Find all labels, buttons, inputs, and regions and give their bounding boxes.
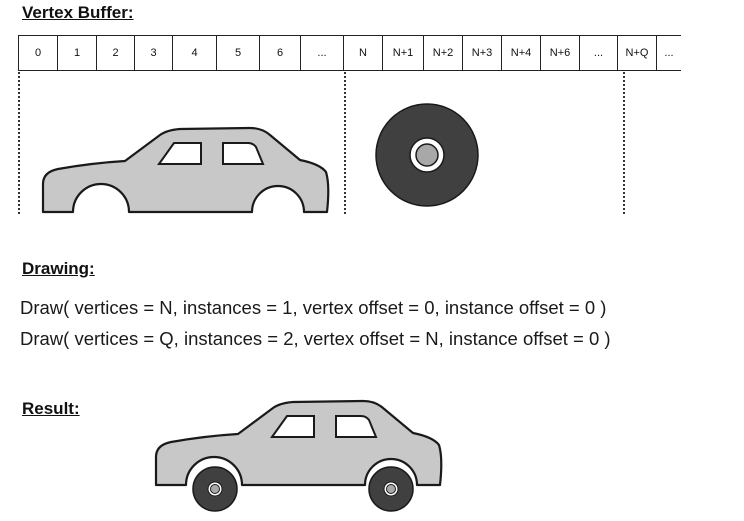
buffer-cell: 1 bbox=[58, 36, 97, 70]
buffer-cell: N bbox=[344, 36, 383, 70]
draw-call-line: Draw( vertices = N, instances = 1, verte… bbox=[20, 297, 607, 318]
buffer-cell: N+4 bbox=[502, 36, 541, 70]
car-body-top bbox=[41, 126, 330, 214]
buffer-cell: N+6 bbox=[541, 36, 580, 70]
buffer-cell: 4 bbox=[173, 36, 217, 70]
buffer-cell: 6 bbox=[260, 36, 301, 70]
result-wheel-front bbox=[192, 466, 238, 512]
vertex-buffer: 0 1 2 3 4 5 6 ... N N+1 N+2 N+3 N+4 N+6 … bbox=[18, 35, 681, 71]
draw-call-line: Draw( vertices = Q, instances = 2, verte… bbox=[20, 328, 611, 349]
result-wheel-rear bbox=[368, 466, 414, 512]
drawing-title: Drawing: bbox=[22, 259, 95, 278]
buffer-cell: N+1 bbox=[383, 36, 424, 70]
buffer-cell: N+2 bbox=[424, 36, 463, 70]
buffer-cell: ... bbox=[301, 36, 344, 70]
wheel bbox=[375, 103, 479, 207]
buffer-cell: N+3 bbox=[463, 36, 502, 70]
buffer-cell: 3 bbox=[135, 36, 173, 70]
buffer-cell: 2 bbox=[97, 36, 135, 70]
buffer-cell: 5 bbox=[217, 36, 260, 70]
result-car-body bbox=[154, 399, 443, 487]
vertex-buffer-title: Vertex Buffer: bbox=[22, 3, 134, 22]
buffer-cell: N+Q bbox=[618, 36, 657, 70]
buffer-cell: 0 bbox=[19, 36, 58, 70]
buffer-cell: ... bbox=[664, 47, 674, 59]
result-title: Result: bbox=[22, 399, 80, 418]
buffer-cell: ... bbox=[580, 36, 618, 70]
